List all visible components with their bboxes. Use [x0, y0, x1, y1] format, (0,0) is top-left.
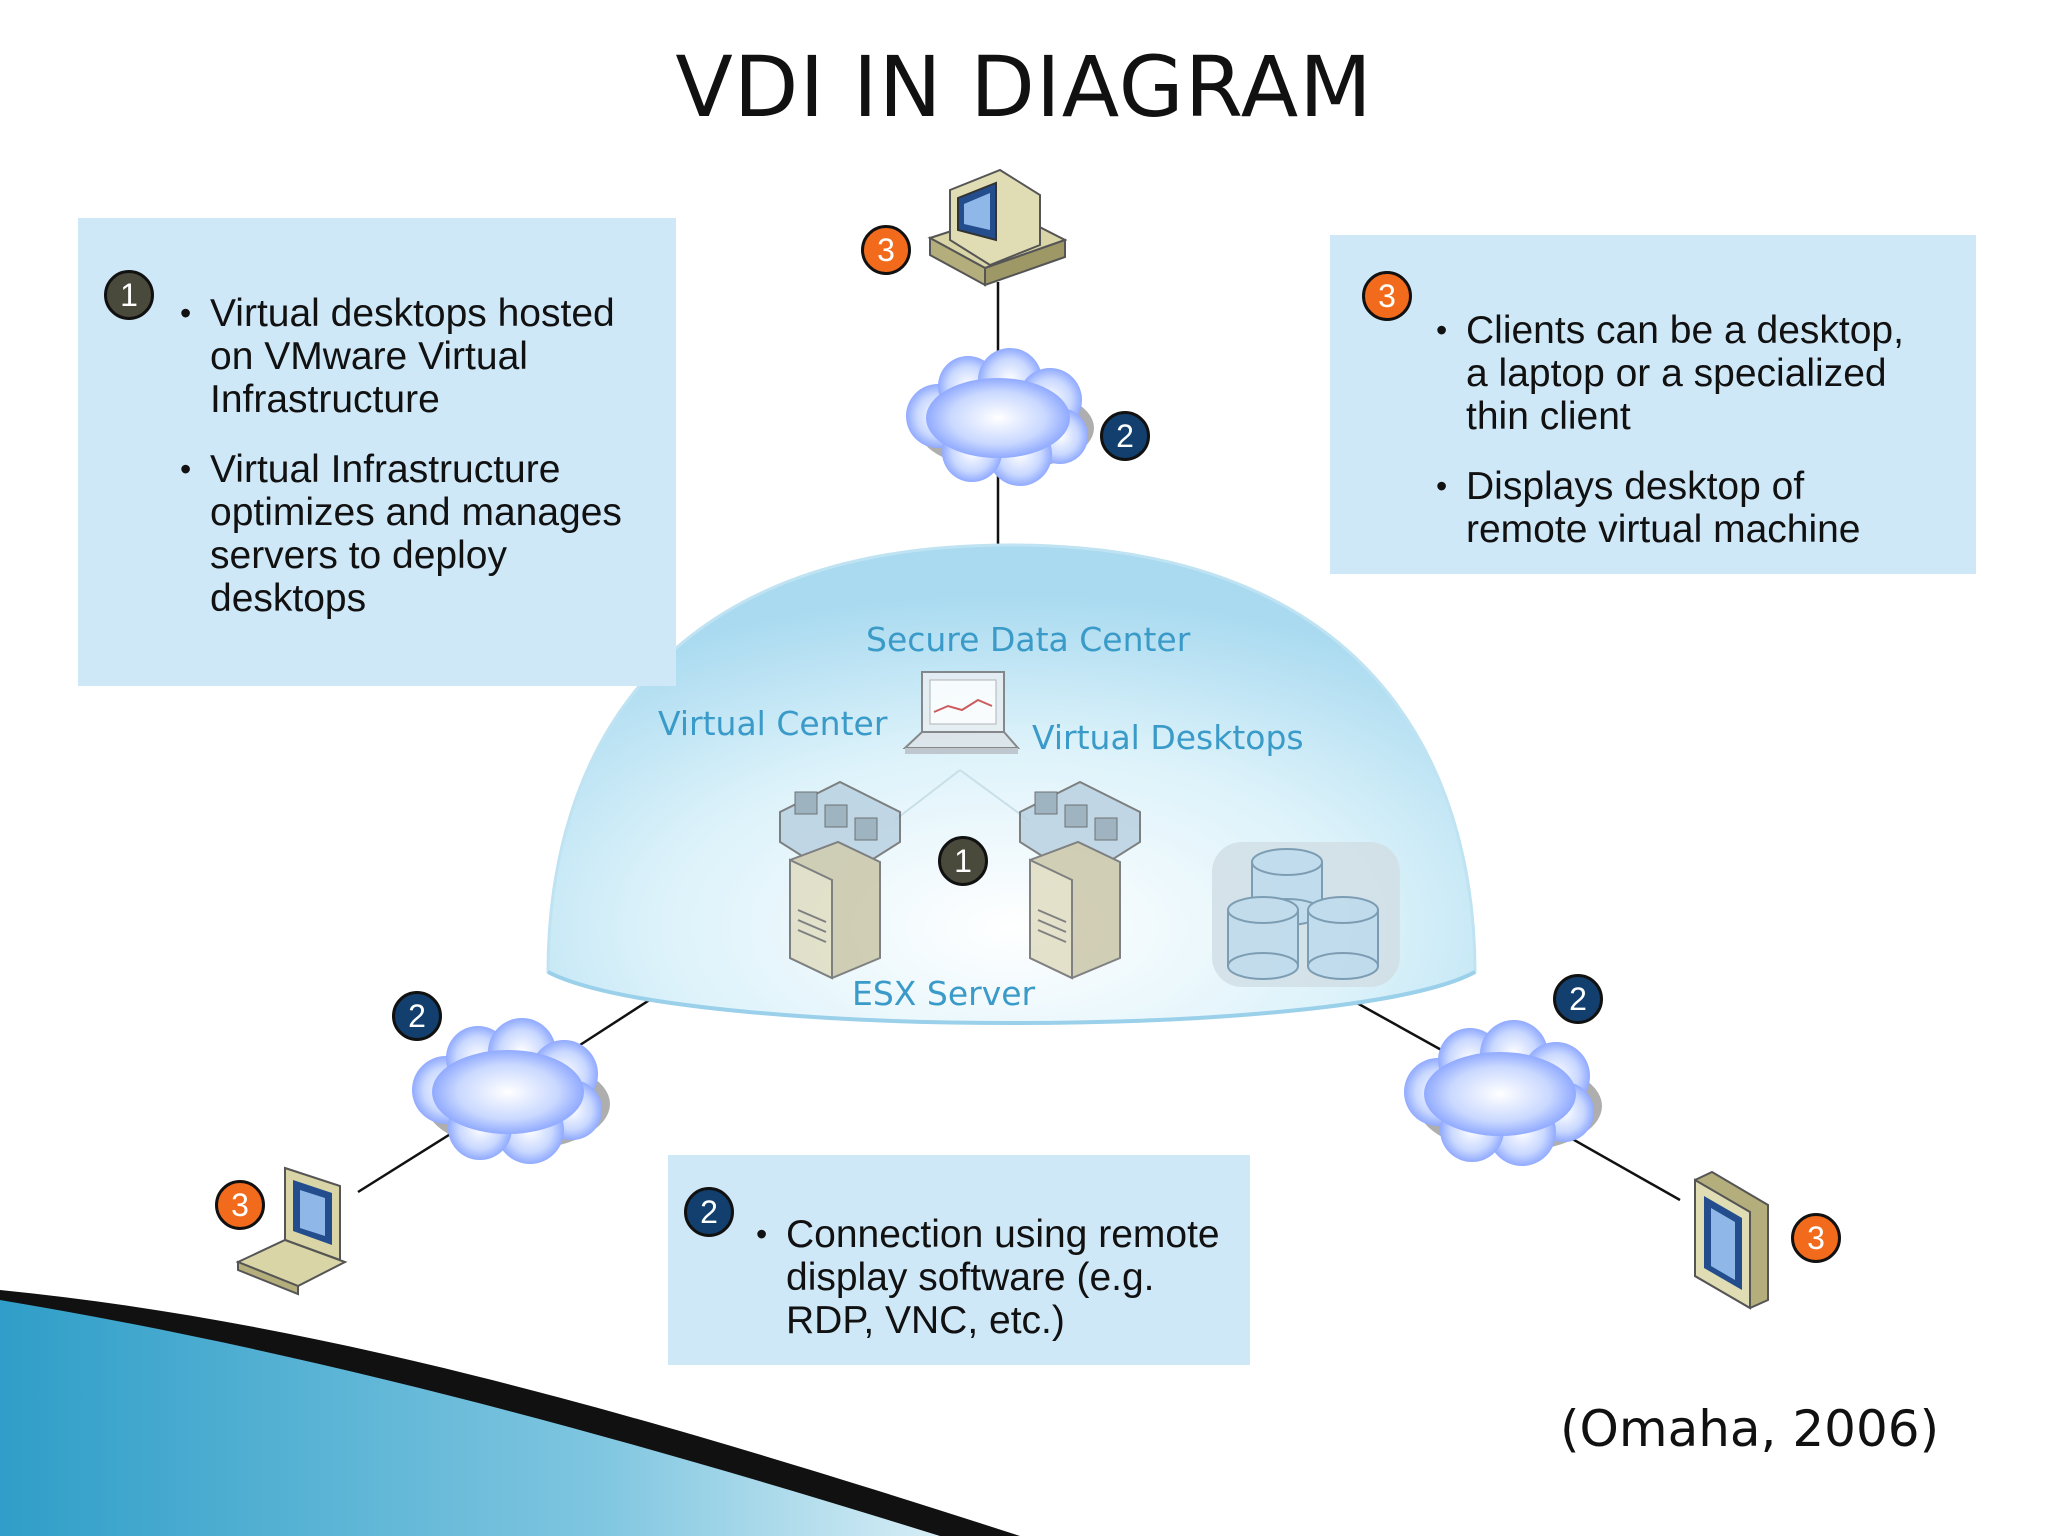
left-network-badge: 2 — [392, 991, 442, 1041]
connection-bullet-list: Connection using remote display software… — [756, 1213, 1236, 1369]
laptop-computer-icon — [235, 1166, 348, 1296]
right-client-badge: 3 — [1791, 1213, 1841, 1263]
esx-server-left-icon — [779, 780, 901, 980]
step-2-badge: 2 — [684, 1187, 734, 1237]
connection-info-box: 2 Connection using remote display softwa… — [668, 1155, 1250, 1365]
right-network-badge: 2 — [1553, 974, 1603, 1024]
step-3-badge: 3 — [1362, 271, 1412, 321]
esx-server-right-icon — [1019, 780, 1141, 980]
secure-data-center-label: Secure Data Center — [866, 620, 1191, 659]
top-network-badge: 2 — [1100, 411, 1150, 461]
clients-bullet-list: Clients can be a desktop, a laptop or a … — [1436, 309, 1936, 578]
slide-title: VDI IN DIAGRAM — [675, 38, 1373, 136]
step-1-badge: 1 — [104, 270, 154, 320]
desktop-computer-icon — [927, 168, 1068, 287]
bullet-item: Clients can be a desktop, a laptop or a … — [1436, 309, 1936, 438]
top-client-badge: 3 — [861, 225, 911, 275]
corner-swoosh — [0, 1290, 1020, 1536]
bullet-item: Displays desktop of remote virtual machi… — [1436, 465, 1936, 551]
esx-server-label: ESX Server — [852, 974, 1036, 1013]
bullet-item: Connection using remote display software… — [756, 1213, 1236, 1342]
network-cloud-left — [412, 1018, 610, 1164]
citation: (Omaha, 2006) — [1560, 1400, 1940, 1458]
network-cloud-top — [906, 348, 1094, 486]
left-client-badge: 3 — [215, 1180, 265, 1230]
bullet-item: Virtual desktops hosted on VMware Virtua… — [180, 292, 650, 421]
vc-link-right — [959, 769, 1029, 821]
virtual-desktops-label: Virtual Desktops — [1032, 718, 1304, 757]
thin-client-icon — [1694, 1170, 1769, 1310]
hosting-info-box: 1 Virtual desktops hosted on VMware Virt… — [78, 218, 676, 686]
network-cloud-right — [1404, 1020, 1602, 1166]
center-server-badge: 1 — [938, 836, 988, 886]
bullet-item: Virtual Infrastructure optimizes and man… — [180, 448, 650, 620]
virtual-center-label: Virtual Center — [658, 704, 888, 743]
virtual-center-laptop-icon — [902, 671, 1021, 754]
clients-info-box: 3 Clients can be a desktop, a laptop or … — [1330, 235, 1976, 574]
hosting-bullet-list: Virtual desktops hosted on VMware Virtua… — [180, 292, 650, 647]
storage-database-icon — [1212, 842, 1400, 987]
vc-link-left — [894, 769, 961, 821]
